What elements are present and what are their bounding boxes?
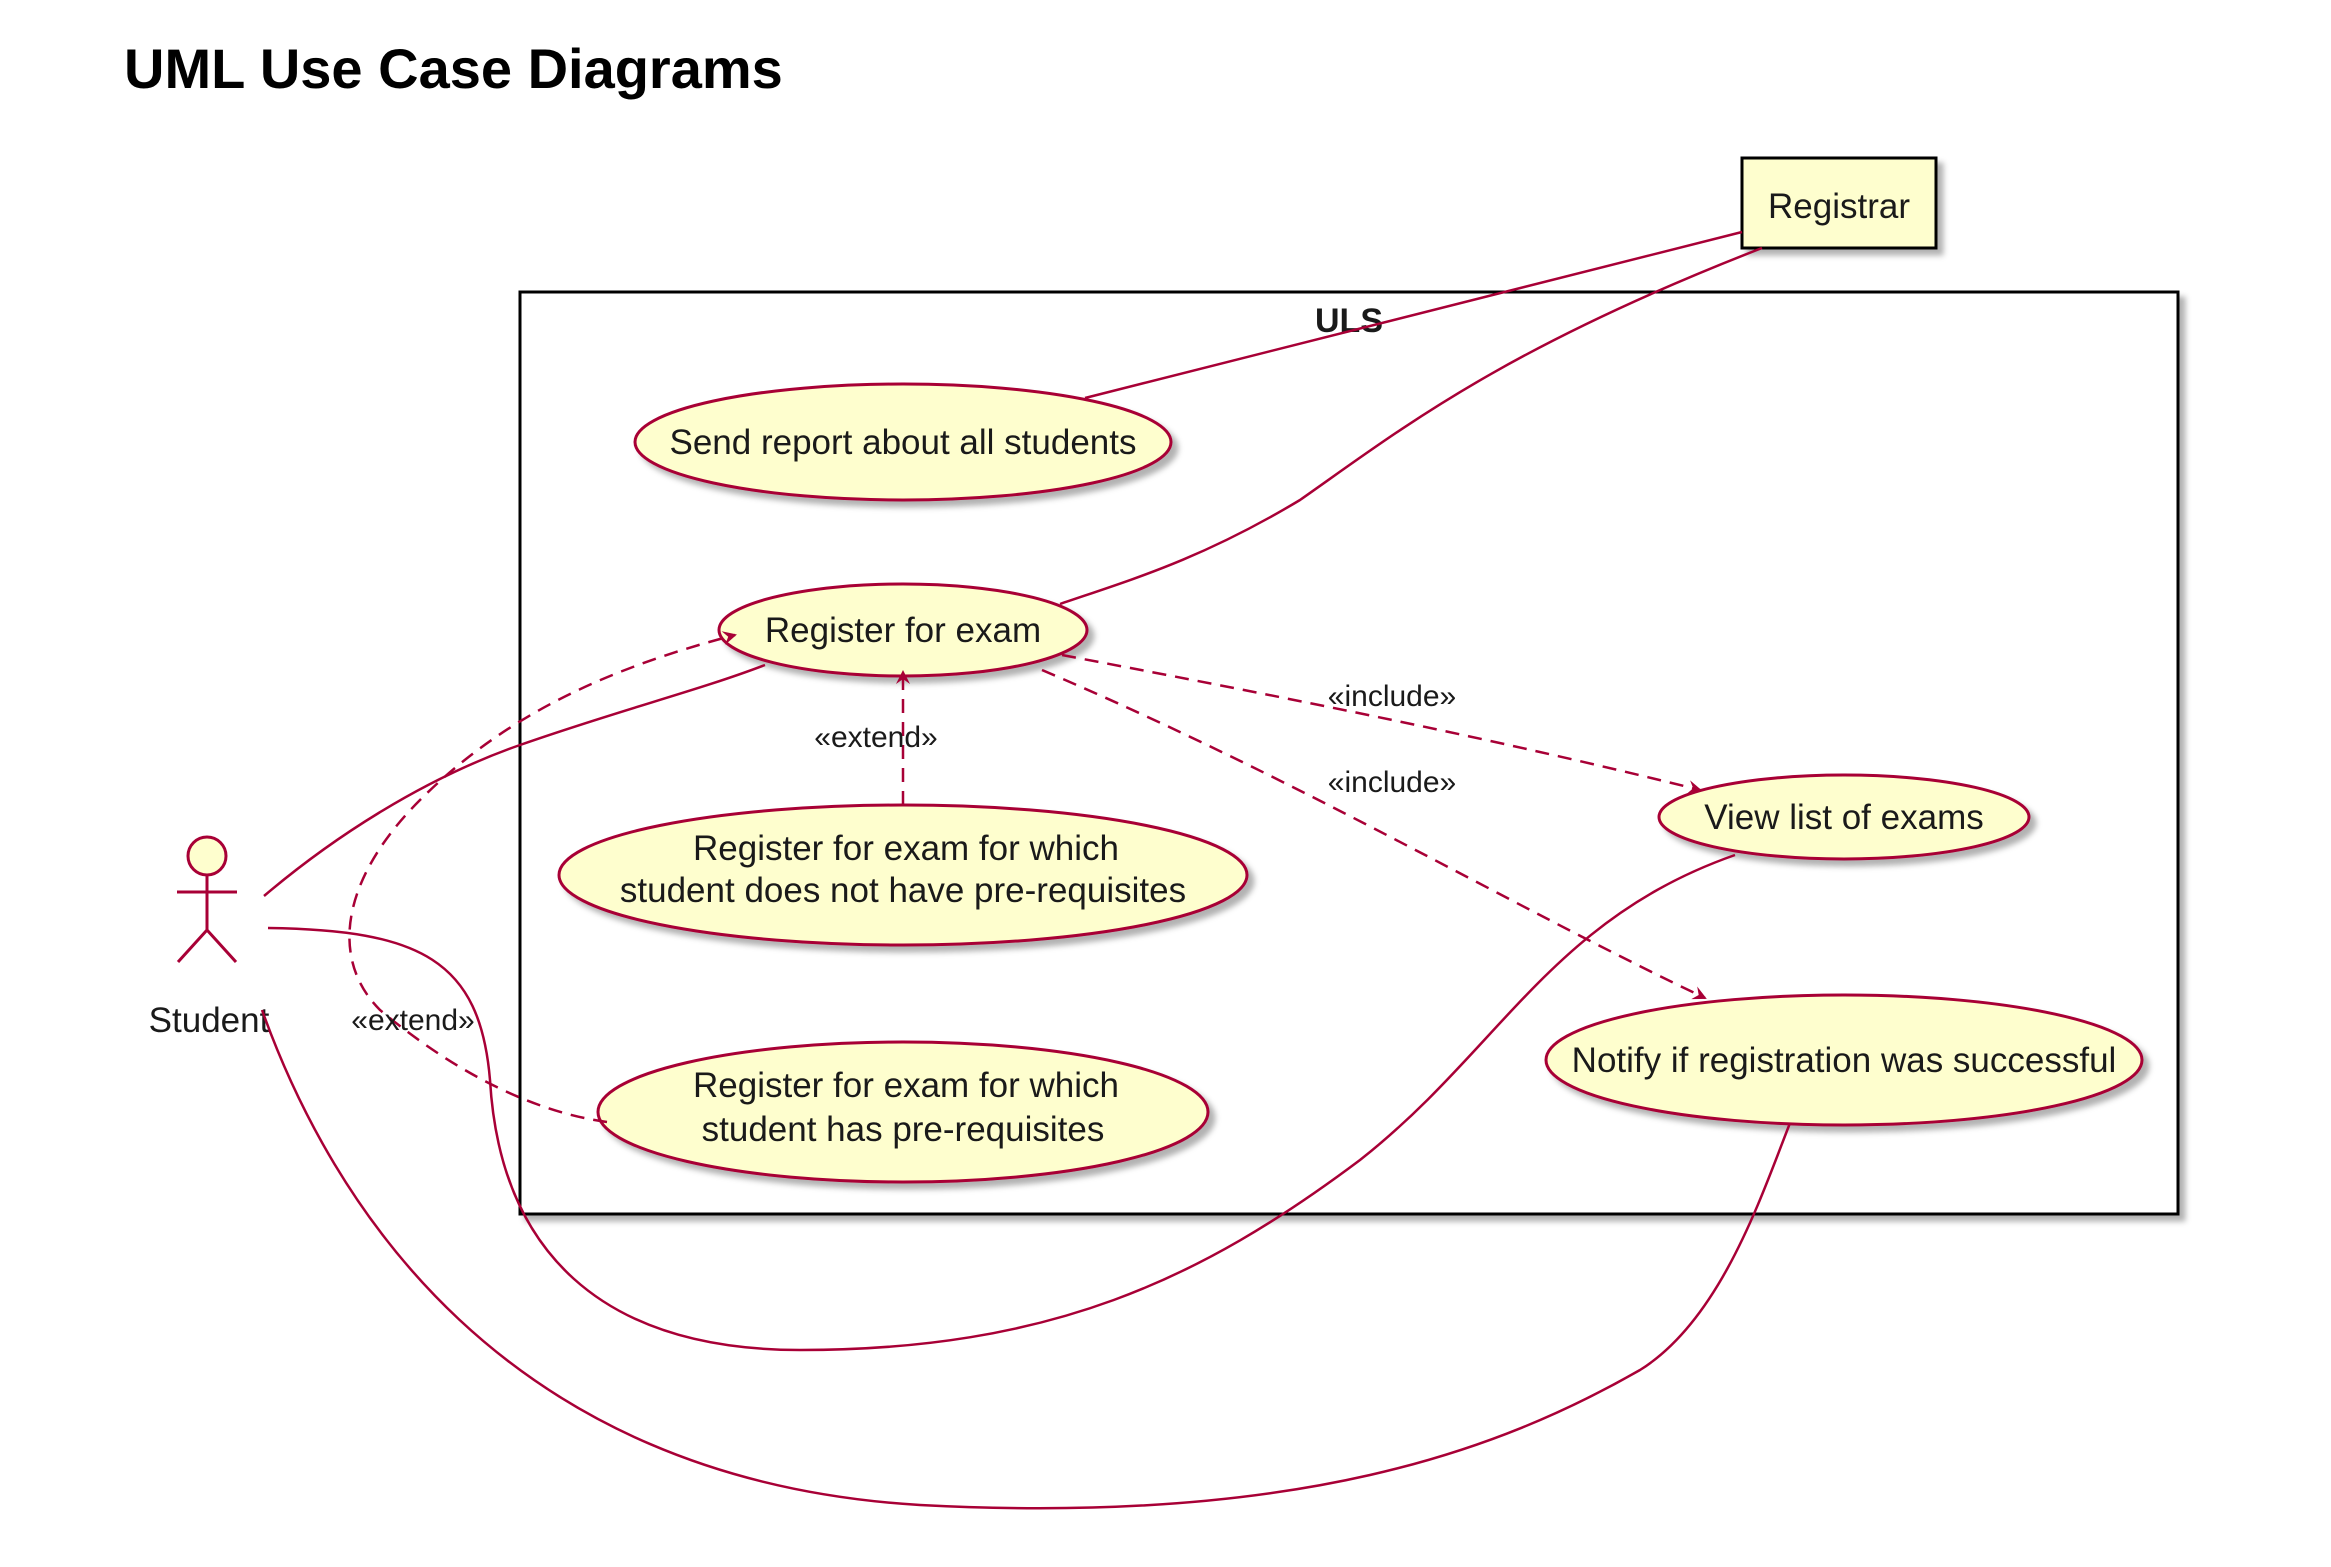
association-student-register-exam (263, 663, 766, 897)
association-registrar-send-report (1084, 230, 1743, 400)
usecase-send-report-shape (633, 382, 1173, 502)
extend-has-prereq-to-register-exam (348, 631, 737, 1124)
usecase-register-exam-label: Register for exam (765, 611, 1041, 650)
extend-label-upper: «extend» (814, 721, 937, 754)
registrar-actor-label: Registrar (1768, 187, 1910, 226)
usecase-has-prereq-label-line1: Register for exam for which (693, 1066, 1119, 1105)
usecase-no-prereq-label-line2: student does not have pre-requisites (620, 871, 1186, 910)
usecase-has-prereq-label-line2: student has pre-requisites (702, 1110, 1105, 1149)
usecase-view-exams-label: View list of exams (1704, 798, 1983, 837)
usecase-has-prereq-shape (596, 1040, 1210, 1184)
student-actor-icon (176, 835, 238, 964)
include-label-notify: «include» (1328, 766, 1456, 799)
extend-label-lower: «extend» (351, 1004, 474, 1037)
page-title: UML Use Case Diagrams (124, 37, 783, 100)
registrar-actor-box (1740, 156, 1938, 250)
include-label-view: «include» (1328, 680, 1456, 713)
include-register-to-notify (1041, 668, 1707, 1000)
usecase-notify-label: Notify if registration was successful (1572, 1041, 2117, 1080)
student-actor-label: Student (149, 1001, 270, 1040)
usecase-view-exams-shape (1657, 773, 2031, 861)
usecase-no-prereq-label-line1: Register for exam for which (693, 829, 1119, 868)
association-registrar-register-exam (1059, 246, 1763, 606)
usecase-notify-shape (1544, 993, 2144, 1127)
association-student-view-exams (267, 853, 1736, 1352)
include-register-to-view-exams (1061, 653, 1702, 794)
association-student-notify (260, 1009, 1792, 1510)
system-name: ULS (1315, 302, 1383, 340)
usecase-send-report-label: Send report about all students (670, 423, 1137, 462)
